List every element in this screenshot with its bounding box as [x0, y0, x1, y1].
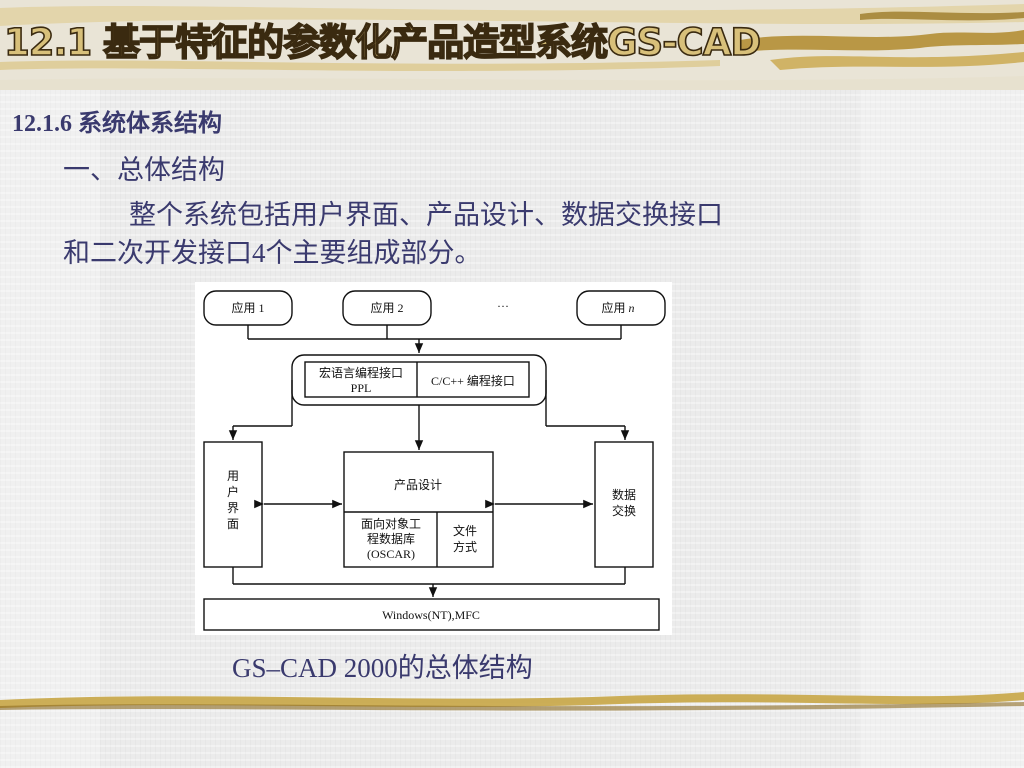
user-interface-char: 用: [227, 469, 239, 483]
background-stripe: [860, 0, 1024, 768]
macro-interface-label: 宏语言编程接口: [319, 365, 403, 380]
architecture-diagram: 应用 1 应用 2 ··· 应用 n 宏语言编程接口 PPL C/C++ 编程接…: [195, 282, 672, 635]
user-interface-char: 界: [227, 501, 239, 515]
oscar-label: 程数据库: [367, 531, 415, 546]
file-format-label: 文件: [453, 523, 477, 538]
app-2-label: 应用 2: [370, 300, 403, 315]
background-stripe: [0, 0, 100, 768]
apps-ellipsis: ···: [497, 299, 509, 313]
subheading: 一、总体结构: [63, 155, 225, 185]
bottom-gold-decoration: [0, 692, 1024, 711]
user-interface-char: 户: [227, 484, 239, 499]
platform-label: Windows(NT),MFC: [382, 608, 480, 622]
slide-title: 12.1 基于特征的参数化产品造型系统GS-CAD: [3, 20, 762, 65]
ppl-label: PPL: [351, 381, 372, 395]
oscar-label: 面向对象工: [361, 516, 421, 531]
data-exchange-box: [594, 441, 654, 568]
data-exchange-label: 数据: [612, 487, 636, 502]
app-1-label: 应用 1: [231, 300, 264, 315]
section-heading: 12.1.6 系统体系结构: [12, 111, 222, 137]
paragraph-line-2: 和二次开发接口4个主要组成部分。: [63, 238, 482, 268]
c-api-label: C/C++ 编程接口: [431, 373, 515, 388]
paragraph-line-1: 整个系统包括用户界面、产品设计、数据交换接口: [129, 200, 723, 230]
app-n-label: 应用 n: [601, 300, 634, 315]
oscar-label: (OSCAR): [367, 547, 415, 561]
product-design-box: [343, 451, 494, 568]
diagram-caption: GS–CAD 2000的总体结构: [232, 653, 533, 683]
data-exchange-label: 交换: [612, 503, 636, 518]
user-interface-char: 面: [227, 517, 239, 531]
product-design-label: 产品设计: [394, 478, 442, 492]
platform-box: [203, 598, 660, 631]
file-format-label: 方式: [453, 539, 477, 554]
top-gold-decoration: [0, 0, 1024, 90]
